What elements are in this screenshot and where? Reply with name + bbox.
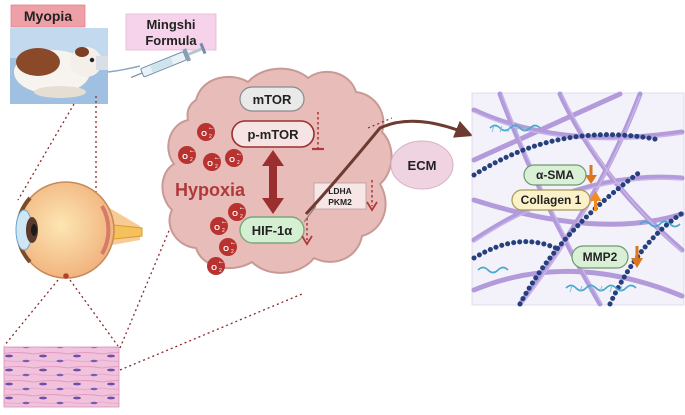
collagen1-node bbox=[511, 189, 591, 211]
svg-text:2: 2 bbox=[219, 268, 222, 274]
svg-text:O: O bbox=[211, 263, 217, 272]
oxygen-radical-7: O 2 •− bbox=[219, 238, 237, 256]
mmp2-node bbox=[571, 245, 629, 269]
oxygen-radical-1: O 2 •− bbox=[197, 123, 215, 141]
svg-text:2: 2 bbox=[209, 134, 212, 140]
hypoxia-label: Hypoxia bbox=[175, 180, 246, 200]
svg-text:•−: •− bbox=[209, 126, 214, 132]
bidirectional-arrow bbox=[262, 150, 284, 214]
svg-text:•−: •− bbox=[237, 152, 242, 158]
p-mtor-label: p-mTOR bbox=[247, 127, 299, 142]
formula-label-line2: Formula bbox=[145, 33, 197, 48]
ecm-label: ECM bbox=[408, 158, 437, 173]
svg-text:•−: •− bbox=[190, 149, 195, 155]
oxygen-radical-4: O 2 •− bbox=[225, 149, 243, 167]
zoom-lines-photo-to-eye bbox=[17, 96, 97, 201]
a-sma-label: α-SMA bbox=[536, 168, 574, 182]
myopia-label: Myopia bbox=[24, 8, 72, 24]
svg-text:•−: •− bbox=[219, 260, 224, 266]
mtor-node bbox=[239, 86, 305, 112]
svg-text:2: 2 bbox=[231, 249, 234, 255]
glycolysis-decrease-arrow bbox=[366, 180, 378, 212]
oxygen-radical-3: O 2 •− bbox=[203, 153, 221, 171]
scleral-tissue-image bbox=[3, 346, 120, 408]
oxygen-radical-2: O 2 •− bbox=[178, 146, 196, 164]
oxygen-radical-6: O 2 •− bbox=[210, 217, 228, 235]
p-mtor-node bbox=[231, 120, 315, 148]
svg-text:O: O bbox=[214, 223, 220, 232]
hif1a-node bbox=[239, 216, 305, 244]
svg-text:2: 2 bbox=[190, 157, 193, 163]
svg-text:O: O bbox=[223, 244, 229, 253]
svg-text:O: O bbox=[182, 152, 188, 161]
svg-text:2: 2 bbox=[240, 214, 243, 220]
syringe-icon bbox=[107, 42, 207, 79]
zoom-lines-eye-to-tissue bbox=[3, 279, 119, 347]
hif1a-to-ecm-arrow bbox=[304, 119, 474, 216]
svg-text:•−: •− bbox=[231, 241, 236, 247]
oxygen-radicals: O 2 •− O 2 •− O 2 •− O 2 •− O 2 •− bbox=[178, 123, 246, 275]
p-mtor-decrease-arrow bbox=[312, 112, 324, 151]
formula-label-line1: Mingshi bbox=[146, 17, 195, 32]
zoom-lines-tissue-to-cell bbox=[119, 189, 303, 371]
svg-text:O: O bbox=[229, 155, 235, 164]
svg-text:O: O bbox=[201, 129, 207, 138]
guinea-pig-photo bbox=[10, 28, 108, 104]
ecm-node bbox=[390, 140, 454, 190]
svg-text:O: O bbox=[232, 209, 238, 218]
svg-text:O: O bbox=[207, 159, 213, 168]
svg-text:•−: •− bbox=[240, 206, 245, 212]
myopia-label-box bbox=[10, 4, 86, 28]
hif1a-decrease-arrow bbox=[301, 218, 313, 246]
svg-text:•−: •− bbox=[222, 220, 227, 226]
ldha-label: LDHA bbox=[328, 186, 352, 196]
a-sma-down-arrow bbox=[585, 165, 597, 184]
mmp2-label: MMP2 bbox=[583, 250, 618, 264]
svg-text:2: 2 bbox=[215, 164, 218, 170]
collagen1-up-arrow bbox=[589, 191, 602, 211]
mmp2-down-arrow bbox=[631, 246, 643, 268]
hif1a-label: HIF-1α bbox=[252, 223, 293, 238]
collagen1-label: Collagen 1 bbox=[521, 193, 582, 207]
eye-diagram bbox=[15, 181, 143, 279]
oxygen-radical-5: O 2 •− bbox=[228, 203, 246, 221]
oxygen-radical-8: O 2 •− bbox=[207, 257, 225, 275]
mtor-label: mTOR bbox=[253, 92, 292, 107]
svg-text:•−: •− bbox=[215, 156, 220, 162]
pkm2-label: PKM2 bbox=[328, 197, 352, 207]
svg-text:2: 2 bbox=[237, 160, 240, 166]
hif1a-to-enzymes-line bbox=[303, 205, 317, 223]
cloud-to-ecm-dotted-line bbox=[367, 117, 393, 129]
svg-text:2: 2 bbox=[222, 228, 225, 234]
